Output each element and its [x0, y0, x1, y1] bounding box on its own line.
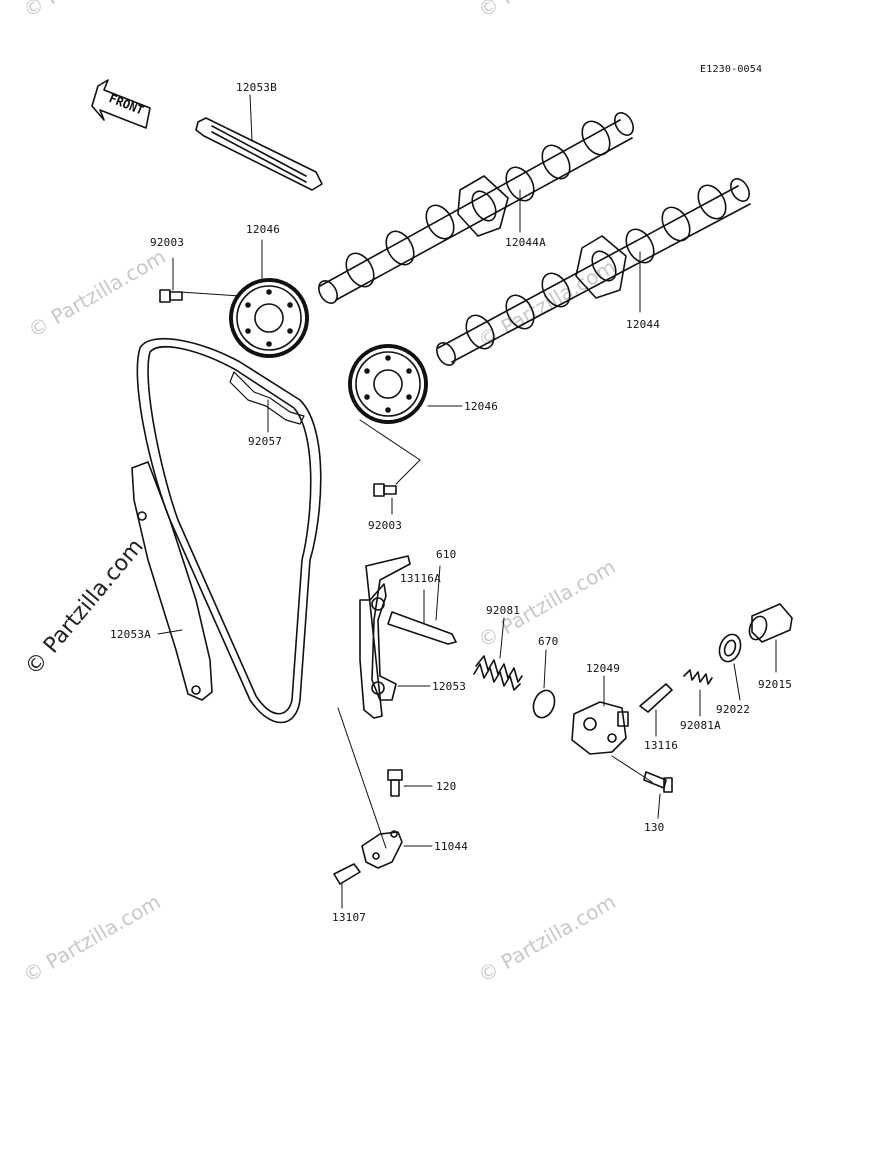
front-arrow-icon: FRONT: [91, 79, 151, 129]
label-92003-lower: 92003: [368, 519, 403, 532]
tensioner-body-12049: [571, 675, 653, 783]
holder-11044: [361, 830, 433, 869]
chain-guide-12053A: [131, 461, 213, 701]
cam-chain-92057: [136, 337, 322, 724]
label-12053B: 12053B: [236, 81, 277, 94]
pin-13116A: [387, 565, 457, 645]
label-13116: 13116: [644, 739, 679, 752]
label-11044: 11044: [434, 840, 469, 853]
sprocket-12046-lower: [348, 344, 463, 485]
svg-text:FRONT: FRONT: [107, 91, 146, 118]
bolt-120: [387, 769, 433, 797]
washer-92022: [718, 633, 742, 701]
label-130: 130: [644, 821, 665, 834]
label-92015: 92015: [758, 678, 793, 691]
label-12053A: 12053A: [110, 628, 151, 641]
label-670: 670: [538, 635, 559, 648]
pin-13107: [333, 863, 361, 909]
label-13116A: 13116A: [400, 572, 441, 585]
label-12049: 12049: [586, 662, 621, 675]
spring-92081A: [683, 669, 713, 717]
cap-92015: [748, 603, 793, 673]
label-92081: 92081: [486, 604, 521, 617]
camshaft-12044A: [318, 112, 634, 304]
sprocket-12046-upper: [179, 239, 309, 358]
label-92081A: 92081A: [680, 719, 721, 732]
diagram-ref-code: E1230-0054: [700, 64, 763, 75]
label-13107: 13107: [332, 911, 367, 924]
label-120: 120: [436, 780, 457, 793]
chain-guide-12053B: [195, 94, 323, 191]
spring-92081: [473, 617, 523, 691]
label-610: 610: [436, 548, 457, 561]
label-12046-lower: 12046: [464, 400, 499, 413]
label-92022: 92022: [716, 703, 751, 716]
label-12046-upper: 12046: [246, 223, 281, 236]
camshaft-12044: [436, 178, 751, 366]
bolt-92003-upper: [159, 257, 183, 303]
label-92057: 92057: [248, 435, 283, 448]
pin-13116: [639, 683, 673, 737]
label-12044: 12044: [626, 318, 661, 331]
bolt-130: [643, 771, 673, 819]
label-12044A: 12044A: [505, 236, 546, 249]
oring-670: [532, 649, 556, 719]
bolt-92003-lower: [373, 483, 397, 515]
label-92003-upper: 92003: [150, 236, 185, 249]
tensioner-guide-12053: [337, 555, 431, 849]
label-12053: 12053: [432, 680, 467, 693]
